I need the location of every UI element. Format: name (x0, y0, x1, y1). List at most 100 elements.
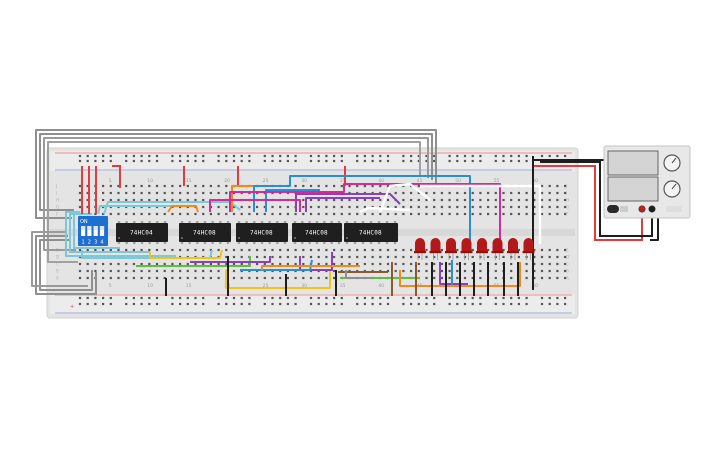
breadboard-hole[interactable] (540, 184, 544, 188)
breadboard-hole[interactable] (102, 269, 105, 273)
breadboard-hole[interactable] (209, 184, 212, 188)
breadboard-hole[interactable] (471, 255, 474, 259)
breadboard-hole[interactable] (348, 248, 351, 252)
breadboard-hole[interactable] (371, 184, 374, 188)
breadboard-hole[interactable] (232, 276, 236, 280)
breadboard-hole[interactable] (410, 269, 413, 273)
breadboard-hole[interactable] (340, 248, 343, 252)
breadboard-hole[interactable] (402, 302, 405, 306)
breadboard-hole[interactable] (548, 154, 551, 158)
breadboard-hole[interactable] (456, 276, 459, 280)
breadboard-hole[interactable] (155, 212, 159, 216)
breadboard-hole[interactable] (263, 212, 266, 216)
wire-blue-b1[interactable] (240, 259, 313, 271)
breadboard-hole[interactable] (109, 276, 112, 280)
breadboard-hole[interactable] (556, 191, 559, 195)
bottom-signal-wires[interactable] (136, 249, 521, 296)
breadboard-hole[interactable] (109, 198, 112, 202)
breadboard-hole[interactable] (456, 159, 459, 163)
breadboard-hole[interactable] (525, 269, 528, 273)
breadboard-hole[interactable] (356, 159, 359, 163)
breadboard-hole[interactable] (517, 248, 520, 252)
breadboard-hole[interactable] (340, 205, 343, 209)
breadboard-hole[interactable] (78, 296, 82, 300)
breadboard-hole[interactable] (194, 154, 197, 158)
breadboard-hole[interactable] (471, 302, 474, 306)
breadboard-hole[interactable] (487, 255, 490, 259)
breadboard-hole[interactable] (533, 205, 536, 209)
breadboard-hole[interactable] (102, 191, 105, 195)
breadboard-hole[interactable] (479, 191, 482, 195)
breadboard-hole[interactable] (510, 302, 513, 306)
breadboard-hole[interactable] (510, 154, 513, 158)
breadboard-hole[interactable] (425, 159, 428, 163)
breadboard-hole[interactable] (348, 262, 351, 266)
breadboard-hole[interactable] (548, 262, 551, 266)
breadboard-hole[interactable] (556, 154, 559, 158)
breadboard-hole[interactable] (78, 269, 82, 273)
breadboard-hole[interactable] (256, 262, 259, 266)
breadboard-hole[interactable] (517, 198, 520, 202)
power-supply[interactable] (603, 145, 691, 219)
black-wires[interactable] (165, 156, 653, 296)
breadboard-hole[interactable] (109, 248, 112, 252)
breadboard-hole[interactable] (433, 212, 436, 216)
breadboard-hole[interactable] (440, 205, 443, 209)
breadboard-hole[interactable] (379, 159, 382, 163)
breadboard-hole[interactable] (171, 154, 174, 158)
breadboard-hole[interactable] (410, 198, 413, 202)
breadboard-hole[interactable] (417, 302, 420, 306)
breadboard-hole[interactable] (456, 198, 459, 202)
breadboard-hole[interactable] (564, 269, 567, 273)
breadboard-hole[interactable] (279, 255, 282, 259)
breadboard-hole[interactable] (78, 184, 82, 188)
breadboard-hole[interactable] (271, 276, 274, 280)
breadboard-hole[interactable] (186, 302, 189, 306)
breadboard-hole[interactable] (86, 205, 89, 209)
breadboard-hole[interactable] (94, 159, 97, 163)
breadboard-hole[interactable] (155, 198, 159, 202)
breadboard-hole[interactable] (286, 296, 289, 300)
breadboard-hole[interactable] (494, 154, 497, 158)
breadboard-hole[interactable] (448, 302, 451, 306)
breadboard-hole[interactable] (294, 184, 297, 188)
breadboard-hole[interactable] (148, 296, 151, 300)
breadboard-hole[interactable] (102, 212, 105, 216)
breadboard-hole[interactable] (333, 255, 336, 259)
breadboard-hole[interactable] (317, 262, 320, 266)
breadboard-hole[interactable] (548, 191, 551, 195)
breadboard-hole[interactable] (510, 159, 513, 163)
breadboard-hole[interactable] (410, 255, 413, 259)
breadboard-hole[interactable] (494, 262, 497, 266)
breadboard-hole[interactable] (194, 296, 197, 300)
breadboard-hole[interactable] (271, 262, 274, 266)
breadboard-hole[interactable] (448, 205, 451, 209)
breadboard-hole[interactable] (402, 262, 405, 266)
led-icon[interactable] (429, 238, 442, 260)
breadboard-hole[interactable] (263, 255, 266, 259)
breadboard-hole[interactable] (425, 296, 428, 300)
breadboard-hole[interactable] (433, 262, 436, 266)
breadboard-hole[interactable] (125, 276, 128, 280)
breadboard-hole[interactable] (463, 212, 467, 216)
breadboard-hole[interactable] (78, 198, 82, 202)
breadboard-hole[interactable] (225, 191, 228, 195)
breadboard-hole[interactable] (479, 269, 482, 273)
breadboard-hole[interactable] (479, 276, 482, 280)
breadboard-hole[interactable] (540, 262, 544, 266)
breadboard-hole[interactable] (525, 296, 528, 300)
breadboard-hole[interactable] (263, 296, 266, 300)
breadboard-hole[interactable] (510, 269, 513, 273)
wire-lightblue-6[interactable] (81, 249, 213, 259)
breadboard-hole[interactable] (94, 302, 97, 306)
breadboard-hole[interactable] (325, 198, 328, 202)
breadboard-hole[interactable] (217, 205, 220, 209)
wire-loop-gray-1[interactable] (39, 133, 433, 211)
dip-toggle[interactable] (81, 226, 86, 236)
breadboard-hole[interactable] (510, 212, 513, 216)
breadboard-hole[interactable] (148, 198, 151, 202)
breadboard-hole[interactable] (325, 212, 328, 216)
breadboard-hole[interactable] (248, 248, 251, 252)
breadboard-hole[interactable] (356, 212, 359, 216)
